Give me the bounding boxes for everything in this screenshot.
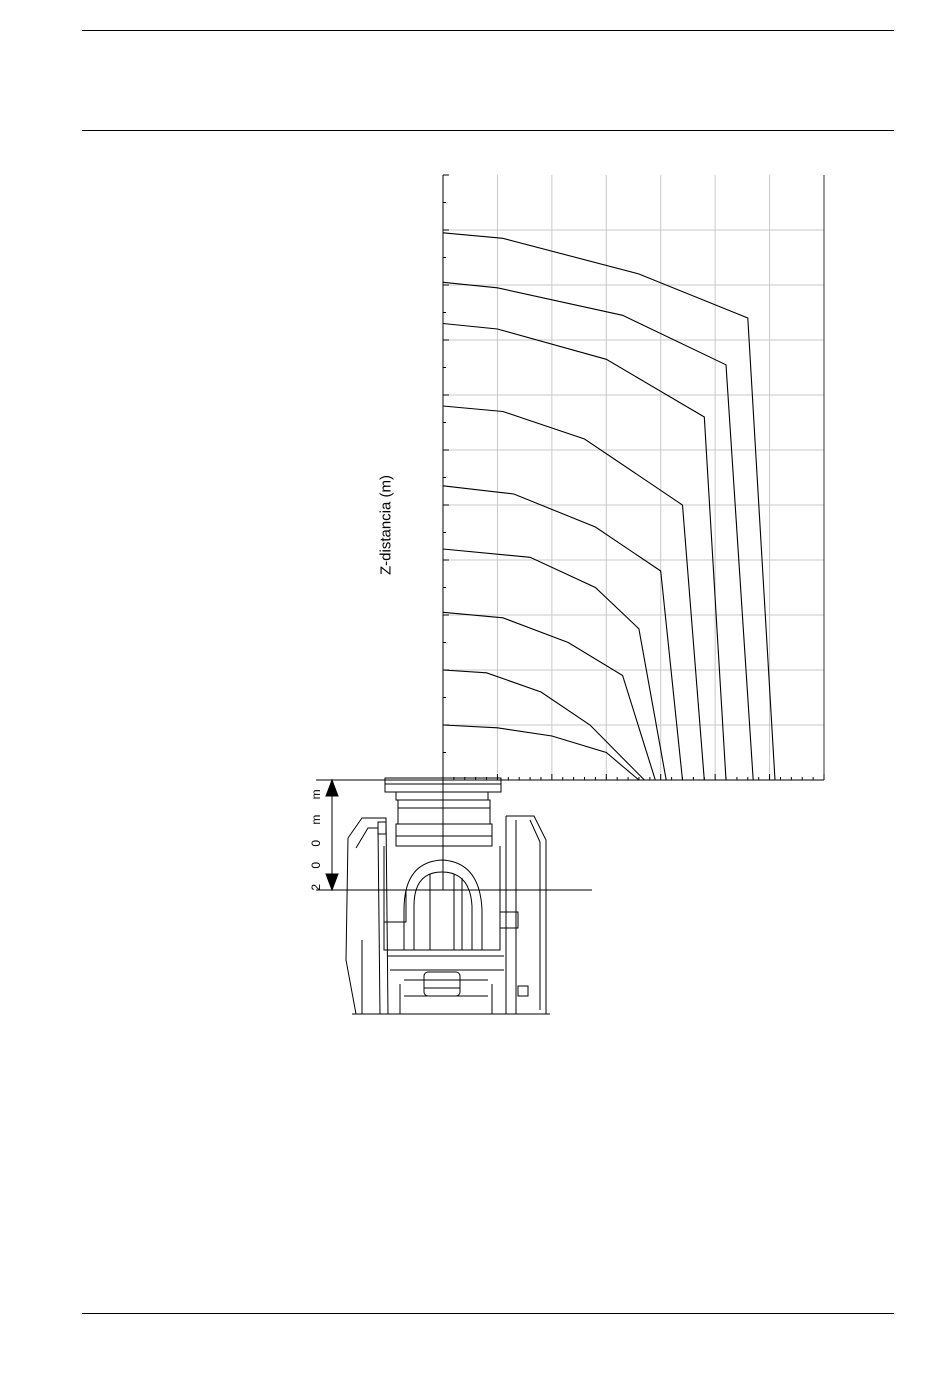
reach-curve-line xyxy=(443,549,666,780)
y-axis-label: Z-distancia (m) xyxy=(378,475,395,575)
chart-frame xyxy=(443,175,824,780)
reach-curve-line xyxy=(443,406,704,780)
reach-curve-line xyxy=(443,725,639,780)
chart-ticks xyxy=(443,175,824,780)
reach-curve-line xyxy=(443,233,775,780)
reach-curve-line xyxy=(443,486,683,780)
chart-series xyxy=(443,233,775,780)
reach-curve-line xyxy=(443,612,655,780)
dimension-label: 2 0 0 m m xyxy=(309,783,323,890)
reach-curve-line xyxy=(443,324,726,781)
dimension-arrow-bottom xyxy=(326,874,338,890)
robot-wrist-drawing xyxy=(346,778,550,1014)
dimension-arrow-top xyxy=(326,780,338,796)
chart-grid xyxy=(443,175,824,780)
